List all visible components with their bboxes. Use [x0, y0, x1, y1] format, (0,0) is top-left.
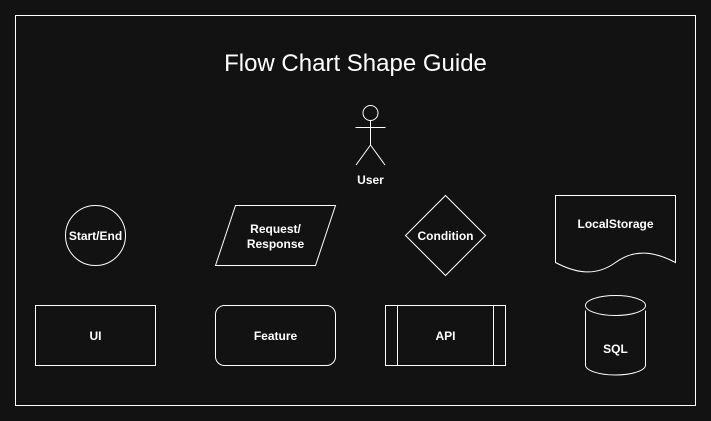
local-storage-label: LocalStorage	[577, 217, 653, 231]
api-rectangle	[385, 305, 506, 366]
condition-shape[interactable]: Condition	[404, 194, 487, 277]
feature-shape[interactable]: Feature	[215, 305, 336, 366]
api-shape[interactable]: API	[385, 305, 506, 366]
ui-label: UI	[90, 329, 102, 343]
diagram-frame	[15, 15, 696, 406]
diagram-title: Flow Chart Shape Guide	[224, 50, 487, 77]
cylinder-body	[585, 310, 646, 376]
document-shape	[555, 195, 676, 273]
local-storage-shape[interactable]: LocalStorage	[555, 195, 676, 273]
feature-rounded-rectangle	[215, 305, 336, 366]
parallelogram	[214, 205, 337, 266]
sql-label: SQL	[603, 342, 628, 356]
sql-shape[interactable]: SQL	[585, 295, 646, 376]
decision-diamond	[404, 194, 487, 277]
start-end-label: Start/End	[69, 229, 122, 243]
api-label: API	[435, 329, 455, 343]
ui-shape[interactable]: UI	[35, 305, 156, 366]
start-end-circle	[65, 205, 126, 266]
request-response-label-line2: Response	[247, 237, 305, 251]
ui-rectangle	[35, 305, 156, 366]
actor-left-leg	[355, 144, 371, 166]
actor-head	[362, 105, 379, 121]
feature-label: Feature	[254, 329, 298, 343]
request-response-shape[interactable]: Request/ Response	[214, 205, 337, 266]
actor-label: User	[357, 173, 384, 187]
actor-right-leg	[370, 144, 386, 166]
user-actor[interactable]: User	[355, 105, 386, 188]
start-end-shape[interactable]: Start/End	[65, 205, 126, 266]
request-response-label-line1: Request/	[250, 222, 301, 236]
condition-label: Condition	[418, 229, 474, 243]
cylinder-top	[585, 295, 646, 316]
